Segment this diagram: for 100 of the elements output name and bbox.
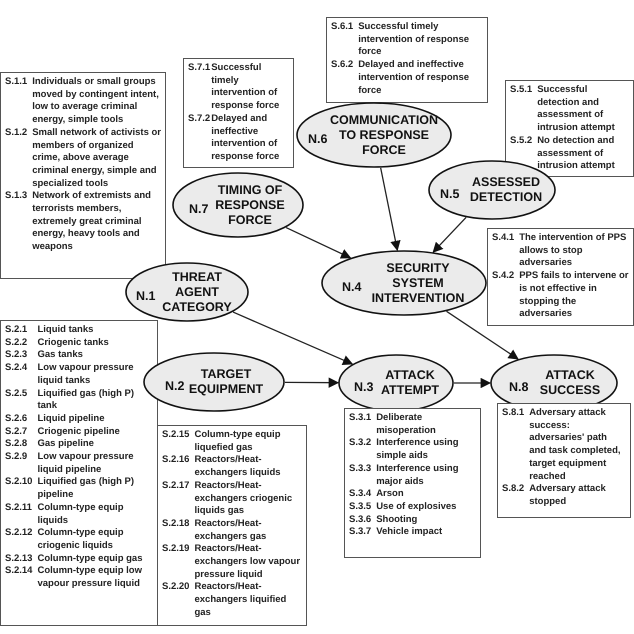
state-box xyxy=(0,320,158,626)
state-description: Liquid tanks xyxy=(37,324,94,337)
node-number: N.8 xyxy=(509,380,528,394)
arrow xyxy=(446,310,519,360)
state-code: S.2.14 xyxy=(5,565,32,578)
state-description: Liquid pipeline xyxy=(37,412,106,426)
state-code: S.5.1 xyxy=(510,84,532,97)
state-description: Successful timely intervention of response force xyxy=(211,62,280,113)
node-number: N.4 xyxy=(342,280,362,294)
state-code: S.2.19 xyxy=(162,543,190,556)
node-title: THREAT AGENT CATEGORY xyxy=(161,270,233,314)
state-code: S.5.2 xyxy=(510,134,532,148)
state-description: Reactors/Heat-exchangers liquified gas xyxy=(194,581,288,620)
state-code: S.2.5 xyxy=(5,388,28,401)
node-title: ASSESSED DETECTION xyxy=(468,175,544,205)
state-description: Gas tanks xyxy=(37,349,84,362)
state-description: Liquified gas (high P) pipeline xyxy=(37,476,136,502)
node-number: N.6 xyxy=(308,132,328,146)
arrow xyxy=(380,168,401,252)
state-description: Small network of activists or members of organized crime, above average criminal energy, simple and specialized tools xyxy=(32,126,161,190)
state-description: Column-type equip low vapour pressure liquid xyxy=(37,565,143,591)
state-code: S.2.8 xyxy=(5,438,28,452)
state-code: S.3.7 xyxy=(349,526,372,540)
node-title: ATTACK ATTEMPT xyxy=(380,368,440,398)
state-description: Gas pipeline xyxy=(37,438,95,452)
state-description: Column-type equip criogenic liquids xyxy=(37,527,124,553)
node-number: N.2 xyxy=(165,379,184,393)
state-code: S.2.11 xyxy=(5,502,32,515)
node-title: TIMING OF RESPONSE FORCE xyxy=(214,182,286,228)
state-description: Successful detection and assessment of intrusion attempt xyxy=(537,84,616,135)
state-description: Interference using simple aids xyxy=(376,437,460,463)
state-description: Deliberate misoperation xyxy=(376,412,437,438)
state-description: The intervention of PPS allows to stop adversaries xyxy=(519,232,628,270)
state-description: Delayed and ineffective intervention of response force xyxy=(211,112,280,164)
state-description: Delayed and ineffective intervention of response force xyxy=(358,59,470,98)
state-description: Column-type equip liquids xyxy=(37,502,124,528)
node-title: TARGET EQUIPMENT xyxy=(188,367,264,397)
state-description: Low vapour pressure liquid tanks xyxy=(37,362,135,388)
state-code: S.2.2 xyxy=(5,336,28,350)
state-description: No detection and assessment of intrusion attempt xyxy=(537,134,616,173)
state-description: Reactors/Heat-exchangers liquids xyxy=(194,454,282,480)
state-box xyxy=(497,403,631,518)
state-code: S.6.2 xyxy=(331,59,354,72)
state-description: Successful timely intervention of response force xyxy=(358,21,470,60)
state-code: S.2.9 xyxy=(5,451,28,464)
state-code: S.7.1 xyxy=(188,62,210,75)
arrow xyxy=(232,311,354,365)
state-code: S.2.12 xyxy=(5,527,32,540)
state-description: Low vapour pressure liquid pipeline xyxy=(37,451,135,476)
state-code: S.1.3 xyxy=(5,190,28,204)
state-description: Criogenic pipeline xyxy=(37,426,121,438)
state-code: S.2.15 xyxy=(162,429,190,442)
node-number: N.1 xyxy=(136,289,156,303)
state-description: Adversary attack success: adversaries' path and task completed, target equipment reached xyxy=(529,407,622,484)
state-box xyxy=(344,408,481,558)
node-number: N.7 xyxy=(189,202,208,216)
state-code: S.2.17 xyxy=(162,480,190,493)
state-code: S.2.3 xyxy=(5,349,28,362)
node-number: N.5 xyxy=(440,187,460,201)
state-code: S.6.1 xyxy=(331,21,354,34)
state-code: S.2.18 xyxy=(162,518,190,531)
state-code: S.2.10 xyxy=(5,476,32,490)
arrow xyxy=(454,378,492,388)
state-code: S.4.2 xyxy=(492,270,514,284)
node-title: ATTACK SUCCESS xyxy=(538,368,602,398)
state-description: Individuals or small groups moved by contingent intent, low to average criminal energy, simple tools xyxy=(32,76,160,127)
state-code: S.1.2 xyxy=(5,126,28,140)
state-description: Network of extremists and terrorists members, extremely great criminal energy, heavy tools and weapons xyxy=(32,190,152,254)
state-description: Liquified gas (high P) tank xyxy=(37,388,136,413)
state-description: PPS fails to intervene or is not effective in stopping the adversaries xyxy=(519,270,629,321)
state-box xyxy=(326,17,488,103)
state-code: S.3.6 xyxy=(349,514,372,526)
state-box xyxy=(157,425,307,626)
state-description: Criogenic tanks xyxy=(37,336,110,350)
state-code: S.2.13 xyxy=(5,552,32,566)
state-description: Shooting xyxy=(376,514,418,526)
state-code: S.2.6 xyxy=(5,412,28,426)
state-box xyxy=(183,58,294,168)
state-code: S.2.4 xyxy=(5,362,28,376)
state-description: Vehicle impact xyxy=(376,526,444,540)
state-description: Reactors/Heat-exchangers criogenic liquids gas xyxy=(194,480,294,518)
state-description: Reactors/Heat-exchangers gas xyxy=(194,518,268,544)
state-code: S.4.1 xyxy=(492,232,514,245)
state-code: S.3.3 xyxy=(349,462,372,476)
state-code: S.2.16 xyxy=(162,454,190,468)
arrow xyxy=(432,216,467,253)
arrow xyxy=(286,227,352,259)
state-code: S.3.1 xyxy=(349,412,372,425)
state-description: Interference using major aids xyxy=(376,462,460,488)
state-code: S.2.1 xyxy=(5,324,28,337)
state-box xyxy=(0,72,166,279)
state-description: Arson xyxy=(376,488,405,501)
state-description: Reactors/Heat-exchangers low vapour pressure liquid xyxy=(194,543,302,582)
state-code: S.8.1 xyxy=(502,407,524,420)
state-box xyxy=(487,228,634,326)
node-title: SECURITY SYSTEM INTERVENTION xyxy=(370,260,466,306)
state-code: S.1.1 xyxy=(5,76,28,89)
state-code: S.3.5 xyxy=(349,500,372,514)
state-description: Use of explosives xyxy=(376,500,458,514)
state-box xyxy=(505,80,634,177)
